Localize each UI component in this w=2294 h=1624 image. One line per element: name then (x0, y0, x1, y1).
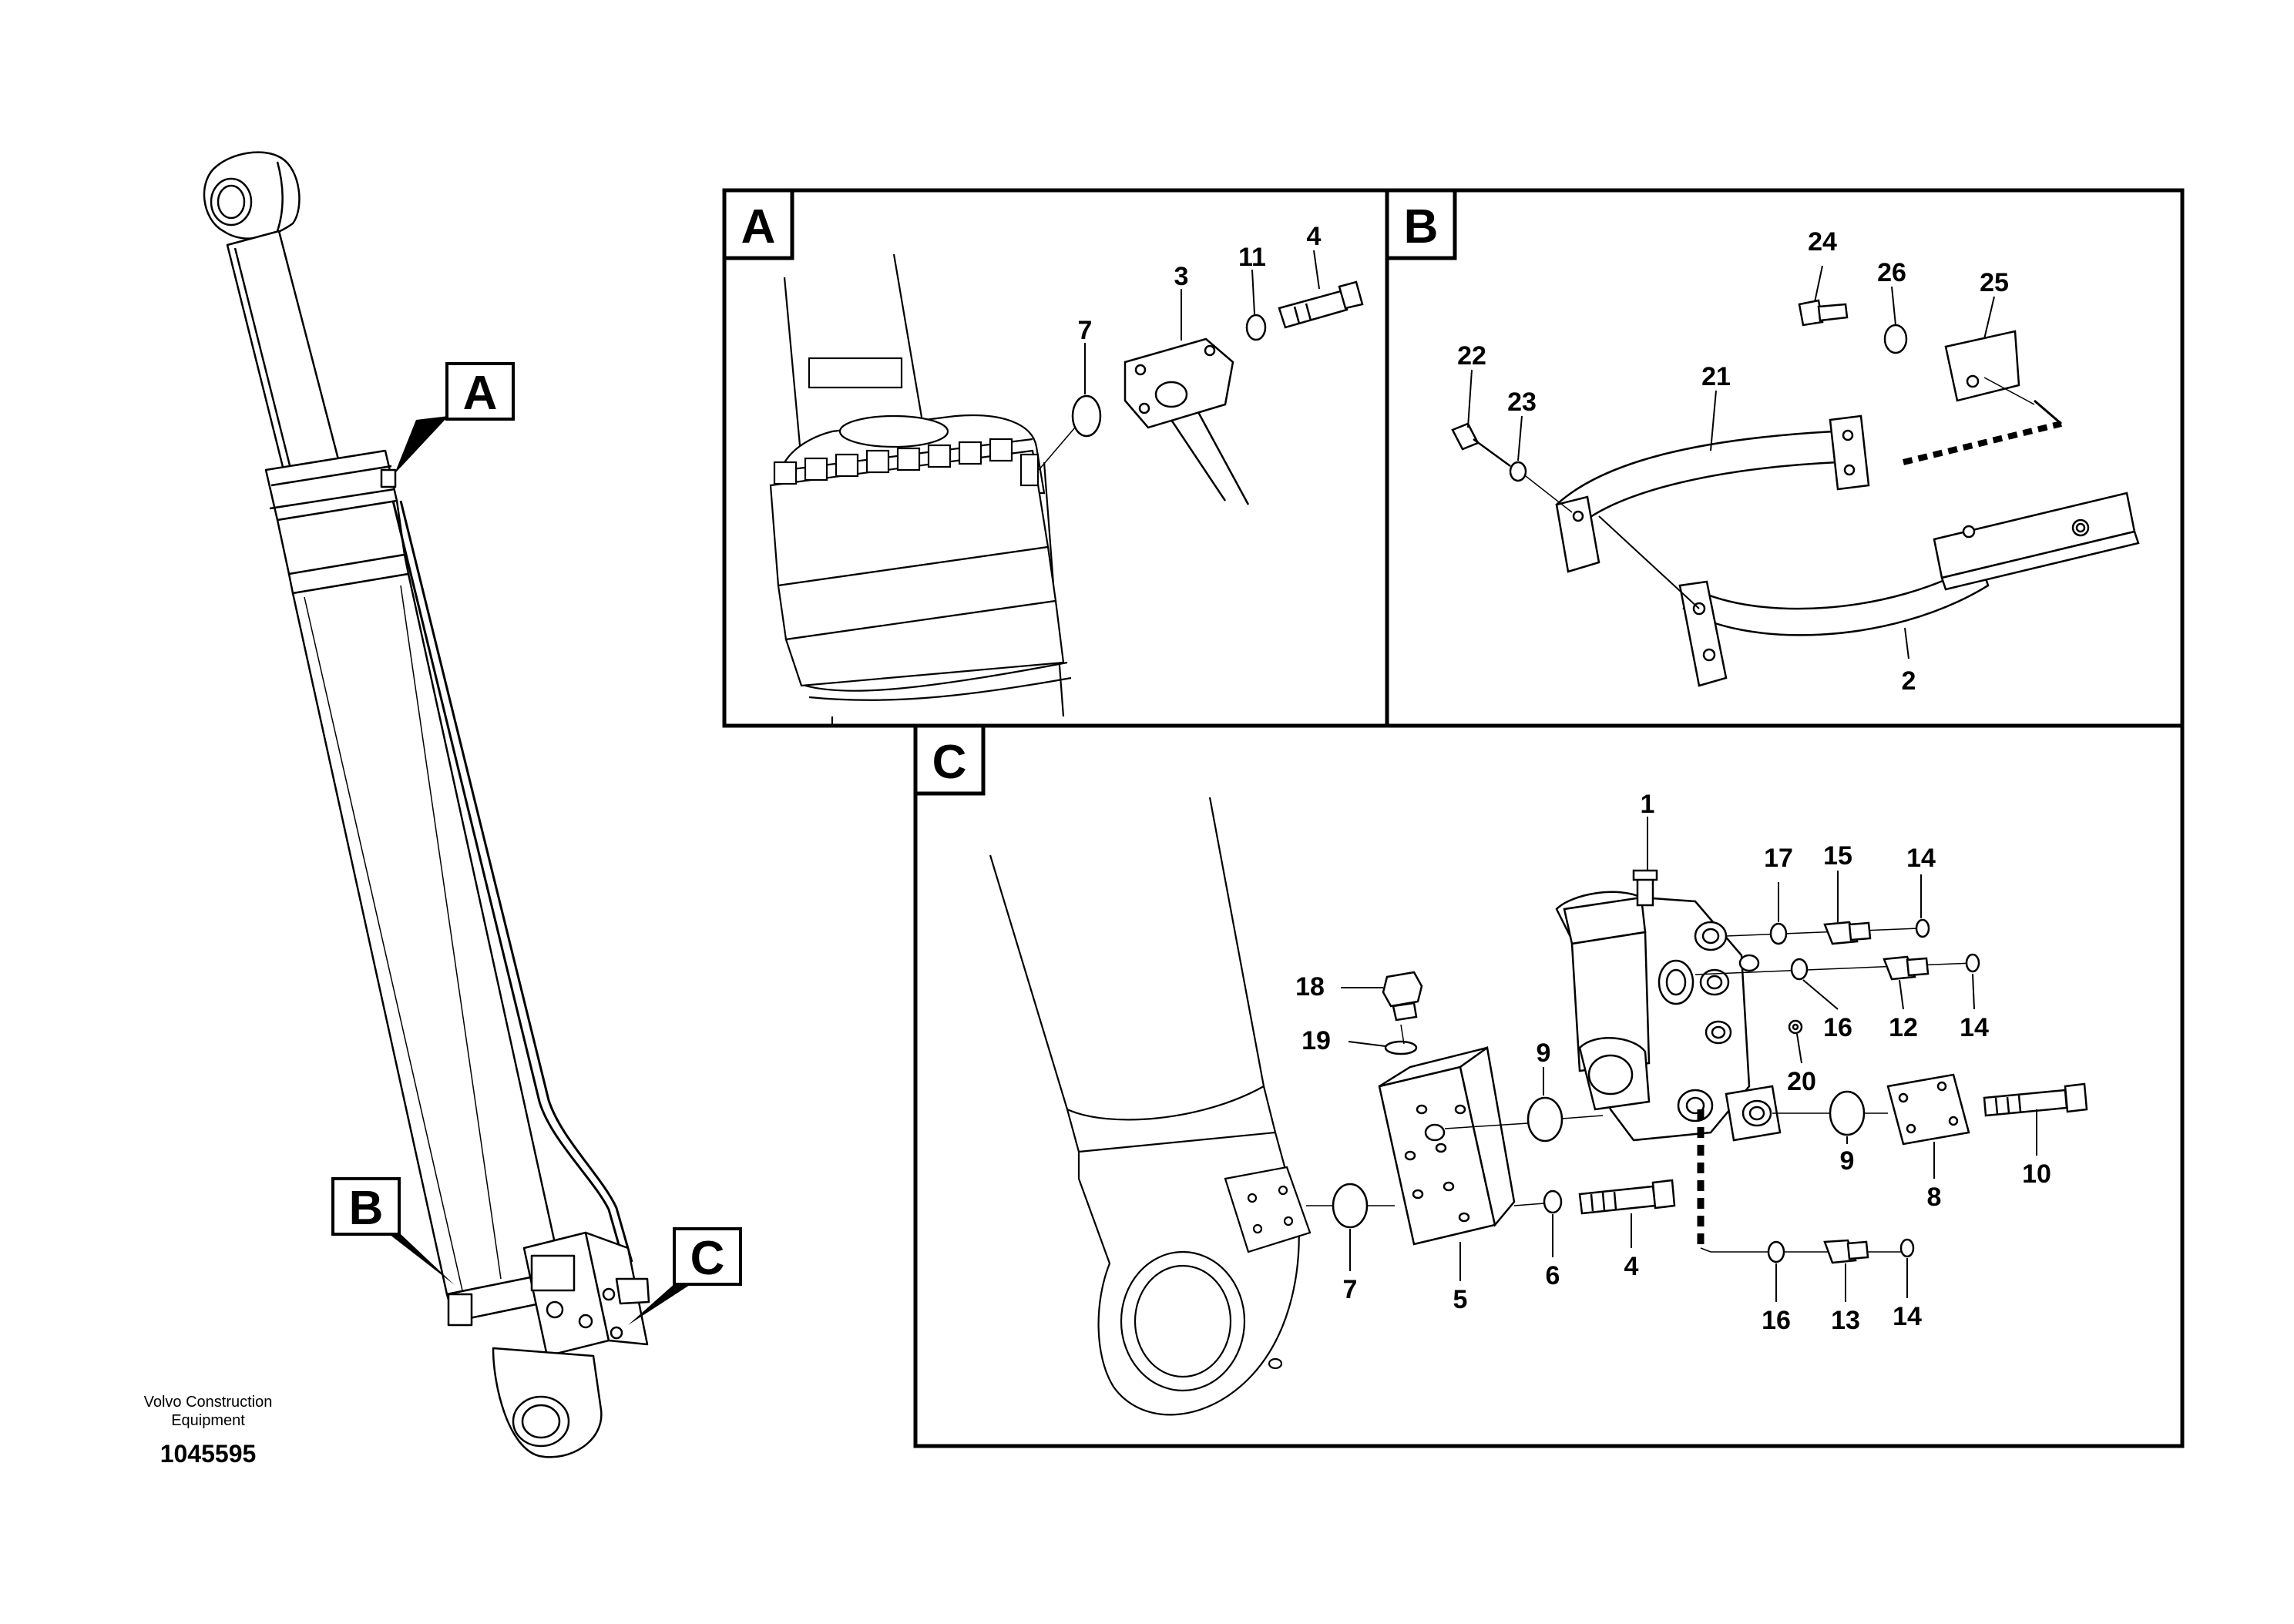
label-c-10: 10 (2022, 1159, 2051, 1189)
label-c-18: 18 (1295, 972, 1325, 1002)
panel-c-leaders (1341, 817, 2037, 1302)
caption-company-line1: Volvo Construction (144, 1394, 273, 1411)
label-b-24: 24 (1808, 227, 1837, 257)
label-a-3: 3 (1174, 262, 1189, 291)
label-c-14-bottom: 14 (1893, 1302, 1922, 1331)
panel-b-clamp-2 (1678, 492, 2140, 687)
label-c-14-mid: 14 (1960, 1013, 1989, 1042)
callout-b-label: B (349, 1182, 384, 1235)
panel-c-bolt-4 (1578, 1179, 1676, 1215)
label-c-9-left: 9 (1537, 1038, 1551, 1068)
label-c-4: 4 (1624, 1252, 1639, 1281)
label-b-25: 25 (1980, 268, 2009, 297)
panel-b-washer-26 (1883, 324, 1908, 354)
panel-c-fittings-row1 (1725, 918, 1930, 945)
caption-company-line2: Equipment (171, 1412, 245, 1429)
cylinder-barrel (291, 572, 563, 1296)
overview-hydraulic-tube (391, 500, 633, 1264)
panel-a-title: A (741, 200, 776, 253)
panel-a-flange-3 (1123, 337, 1250, 505)
label-c-8: 8 (1927, 1183, 1942, 1212)
panel-a-washer-11 (1245, 314, 1267, 341)
overview-callout-a[interactable]: A (395, 362, 515, 474)
label-c-19: 19 (1302, 1026, 1331, 1055)
overview-valve-block (522, 1231, 650, 1357)
panel-c-cover-8 (1886, 1073, 1970, 1146)
callout-c-label: C (690, 1232, 725, 1285)
panel-c-oring-9a (1444, 1096, 1604, 1143)
panel-c-fittings-row3 (1697, 1109, 1915, 1264)
label-a-11: 11 (1238, 243, 1266, 272)
panel-b-bracket-25 (1944, 330, 2035, 405)
label-b-2: 2 (1902, 666, 1916, 696)
overview-callout-c[interactable]: C (628, 1227, 742, 1325)
callout-a-label: A (463, 367, 498, 420)
panel-c-cylinder-end (989, 797, 1312, 1416)
panel-c-title: C (932, 736, 967, 789)
overview-cylinder (203, 151, 650, 1458)
callout-a-pointer (395, 416, 448, 474)
panel-b-washer-23 (1509, 461, 1573, 513)
caption-block: Volvo Construction Equipment 1045595 (144, 1394, 273, 1468)
label-c-1: 1 (1641, 790, 1655, 819)
cylinder-top-eye (203, 151, 301, 240)
label-c-7: 7 (1343, 1275, 1358, 1304)
panel-c-bolt-10 (1983, 1082, 2088, 1117)
panel-a-bolt-ring (773, 438, 1040, 487)
panel-c-oring-7 (1306, 1183, 1395, 1229)
label-b-22: 22 (1457, 341, 1486, 371)
panel-c-fittings-row2 (1694, 953, 1980, 981)
overview-callout-b[interactable]: B (331, 1177, 455, 1285)
label-c-17: 17 (1764, 844, 1793, 873)
panel-c: C (913, 723, 2185, 1448)
panel-b: B (1385, 188, 2185, 728)
cylinder-bottom-eye (492, 1347, 603, 1458)
panel-c-oring-9b (1772, 1090, 1888, 1136)
panel-a-bolt-4 (1278, 280, 1364, 329)
panel-c-washer-6 (1513, 1189, 1563, 1214)
label-c-12: 12 (1889, 1013, 1918, 1042)
label-c-13: 13 (1831, 1306, 1860, 1335)
panel-b-clamp-21 (1555, 414, 1870, 573)
panel-b-title: B (1404, 200, 1439, 253)
panel-a-cylinder-head (769, 253, 1072, 726)
label-c-16-top: 16 (1823, 1013, 1852, 1042)
label-c-15: 15 (1823, 841, 1852, 871)
drawing-number: 1045595 (160, 1440, 257, 1468)
panel-b-bolt-22 (1451, 422, 1511, 468)
label-c-20: 20 (1787, 1067, 1816, 1096)
label-c-16-bottom: 16 (1762, 1306, 1791, 1335)
label-b-21: 21 (1701, 362, 1731, 391)
label-b-23: 23 (1507, 388, 1537, 417)
panel-c-plug-18 (1382, 971, 1423, 1045)
label-c-5: 5 (1453, 1285, 1468, 1314)
label-c-6: 6 (1546, 1261, 1560, 1290)
callout-b-pointer (389, 1234, 455, 1285)
panel-a-oring-7 (1038, 394, 1102, 471)
label-a-4: 4 (1307, 222, 1322, 251)
cylinder-head-gland (264, 449, 410, 595)
label-b-26: 26 (1877, 258, 1906, 287)
cylinder-piston-rod (226, 230, 341, 478)
panel-c-valve-1 (1555, 869, 1803, 1142)
panel-b-bolt-24 (1798, 299, 1849, 327)
panel-c-manifold-5 (1378, 1045, 1516, 1246)
label-c-9-right: 9 (1840, 1146, 1855, 1176)
panel-b-dashed-guides (1598, 399, 2062, 609)
panel-a-leaders (1084, 250, 1320, 394)
label-c-14-top: 14 (1906, 844, 1936, 873)
label-a-7: 7 (1078, 316, 1093, 345)
panel-a: A (722, 188, 1389, 728)
panel-b-leaders (1467, 265, 1995, 659)
callout-c-pointer (628, 1283, 690, 1325)
panel-c-oring-19 (1384, 1040, 1418, 1055)
